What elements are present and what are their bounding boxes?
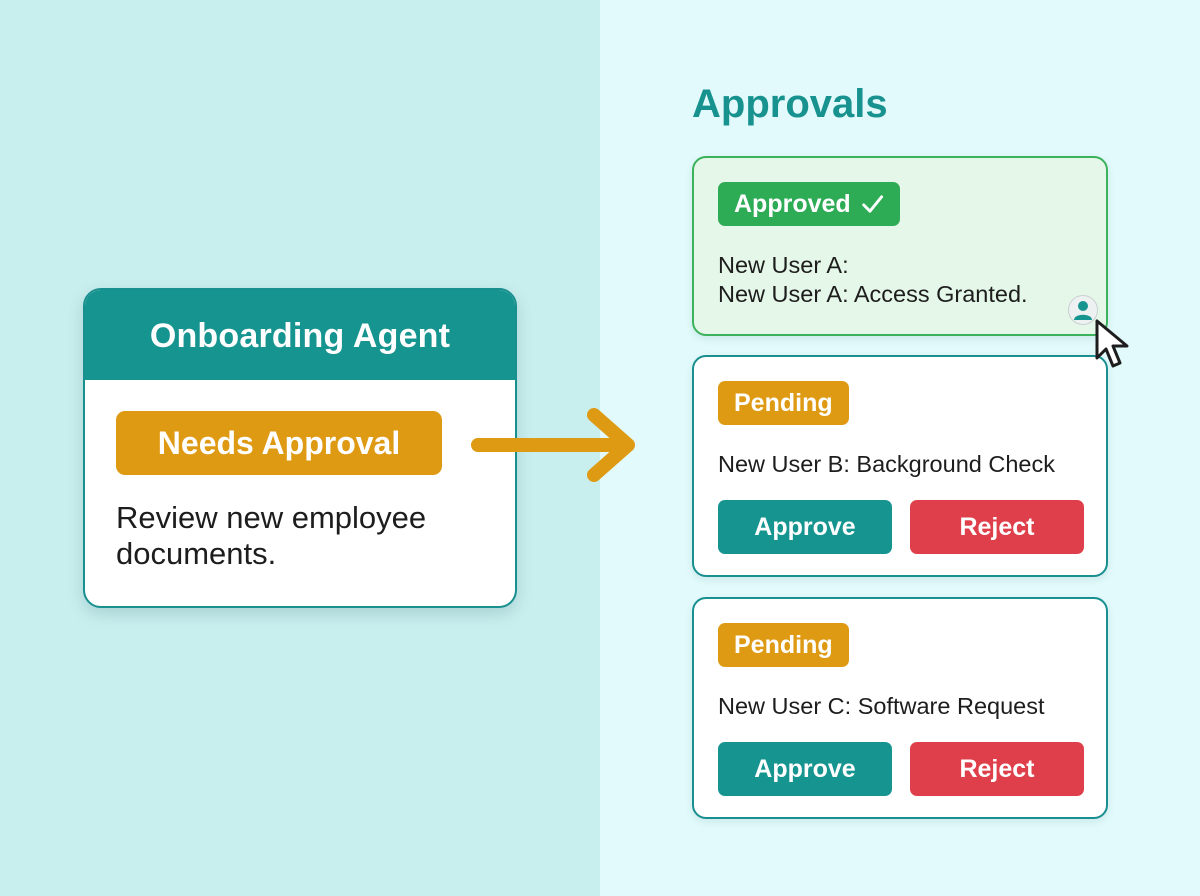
approve-button[interactable]: Approve bbox=[718, 500, 892, 554]
request-card-user-b[interactable]: Pending New User B: Background Check App… bbox=[692, 355, 1108, 577]
request-card-user-a[interactable]: Approved New User A: New User A: Access … bbox=[692, 156, 1108, 336]
request-line: New User A: Access Granted. bbox=[718, 281, 1028, 307]
agent-description: Review new employee documents. bbox=[116, 500, 427, 571]
agent-title: Onboarding Agent bbox=[149, 316, 451, 355]
mouse-pointer-icon bbox=[1095, 319, 1129, 368]
pending-status-badge: Pending bbox=[718, 381, 849, 425]
request-line: New User A: bbox=[718, 252, 849, 278]
approved-status-badge: Approved bbox=[718, 182, 900, 226]
onboarding-agent-card[interactable]: Onboarding Agent Needs Approval Review n… bbox=[83, 288, 517, 608]
reject-button[interactable]: Reject bbox=[910, 500, 1084, 554]
request-line: New User C: Software Request bbox=[718, 693, 1045, 719]
check-icon bbox=[861, 195, 883, 213]
agent-card-header: Onboarding Agent bbox=[85, 290, 515, 380]
needs-approval-badge: Needs Approval bbox=[116, 411, 442, 475]
user-avatar-icon bbox=[1068, 295, 1098, 325]
reject-button[interactable]: Reject bbox=[910, 742, 1084, 796]
approve-button[interactable]: Approve bbox=[718, 742, 892, 796]
pending-status-badge: Pending bbox=[718, 623, 849, 667]
arrow-right-icon bbox=[471, 408, 635, 482]
request-line: New User B: Background Check bbox=[718, 451, 1055, 477]
approvals-title: Approvals bbox=[692, 82, 888, 126]
status-label: Approved bbox=[734, 189, 851, 218]
request-card-user-c[interactable]: Pending New User C: Software Request App… bbox=[692, 597, 1108, 819]
